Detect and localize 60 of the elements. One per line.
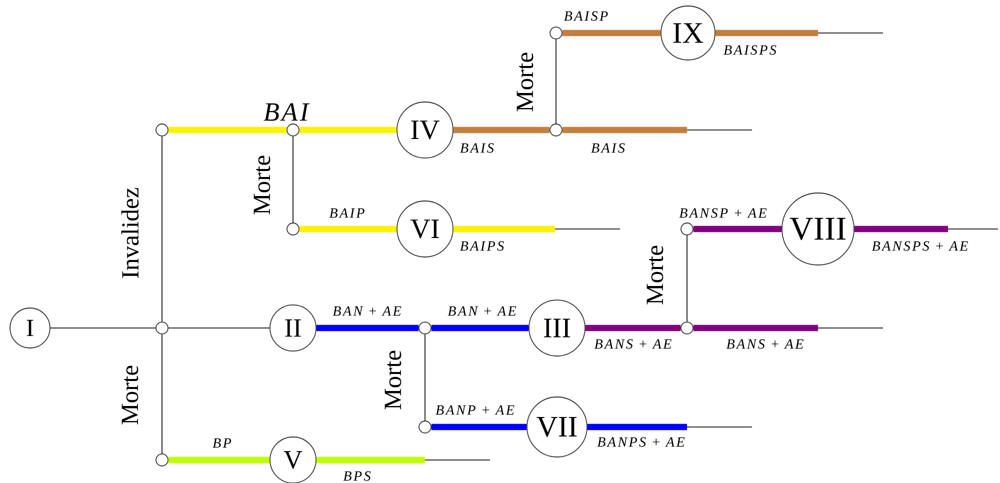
edge-label: BPS — [343, 471, 371, 481]
line — [686, 235, 688, 322]
junction-circle — [550, 124, 562, 136]
junction-circle — [156, 322, 168, 334]
thick-line — [299, 126, 397, 134]
junction-circle — [680, 322, 694, 334]
edge-label: BAN + AE — [332, 306, 402, 316]
branch-label: Morte — [646, 246, 664, 304]
thick-line — [316, 456, 490, 464]
branch-label: Morte — [122, 366, 138, 424]
edge-label: BANSP + AE — [679, 208, 767, 218]
line — [161, 136, 163, 322]
edge-label: BAISP — [564, 11, 608, 21]
branch-label: Morte — [254, 156, 270, 214]
line — [555, 39, 557, 124]
edge-label: BAISPS — [724, 45, 776, 55]
line — [292, 136, 294, 223]
edge-label: BAI — [264, 103, 310, 121]
edge-label: BP — [212, 438, 232, 448]
thick-line — [453, 126, 550, 134]
thick-line — [693, 324, 883, 332]
edge-label: BANSPS + AE — [872, 241, 968, 251]
edge-label: BAIPS — [460, 241, 504, 251]
thick-line — [587, 424, 752, 430]
thick-line — [585, 324, 681, 332]
edge-label: BAN + AE — [448, 306, 516, 316]
thick-line — [316, 324, 419, 332]
branch-label: Invalidez — [121, 188, 139, 278]
junction-circle — [418, 322, 432, 334]
edge-label: BAIS — [591, 143, 625, 153]
junction-circle — [286, 124, 300, 136]
thick-line — [453, 226, 620, 232]
line — [168, 327, 270, 329]
edge-label: BANS + AE — [726, 339, 804, 349]
line — [50, 327, 156, 329]
edge-label: BANP + AE — [436, 405, 514, 415]
thick-line — [431, 424, 527, 430]
junction-circle — [156, 454, 168, 466]
thick-line — [693, 226, 782, 232]
junction-circle — [156, 124, 168, 136]
thick-line — [562, 30, 661, 36]
thick-line — [168, 126, 287, 134]
thick-line — [854, 226, 998, 232]
branch-label: Morte — [516, 52, 534, 112]
thick-line — [299, 226, 397, 232]
thick-line — [168, 456, 270, 464]
edge-label: BAIS — [460, 143, 494, 153]
branch-label: Morte — [384, 350, 402, 410]
thick-line — [562, 126, 752, 134]
line — [161, 334, 163, 454]
junction-circle — [286, 222, 300, 236]
junction-circle — [680, 222, 694, 236]
edge-label: BANPS + AE — [597, 437, 685, 447]
line — [424, 334, 426, 421]
junction-circle — [550, 26, 562, 40]
edge-label: BAIP — [329, 208, 364, 218]
thick-line — [715, 30, 883, 36]
edge-label: BANS + AE — [594, 339, 672, 349]
thick-line — [431, 324, 529, 332]
junction-circle — [418, 420, 432, 434]
